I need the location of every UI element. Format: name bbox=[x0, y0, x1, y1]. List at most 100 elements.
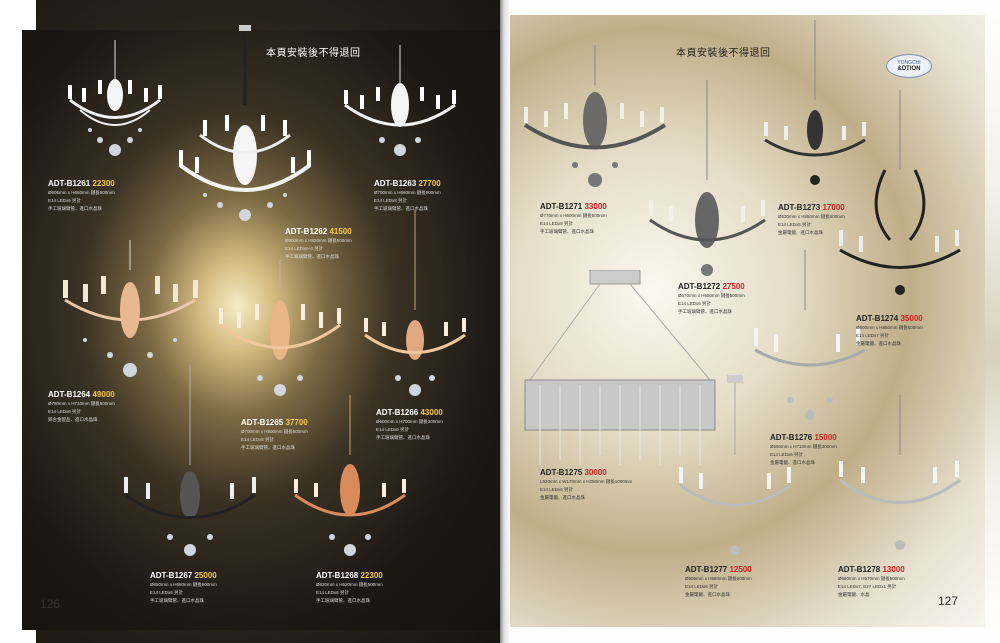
chandelier-b1274-image bbox=[839, 90, 961, 295]
brand-logo-line1: YONGCHI bbox=[897, 60, 921, 66]
model-number: ADT-B1261 bbox=[48, 179, 91, 188]
chandelier-b1278-image bbox=[839, 395, 961, 550]
spec-material: 金屬電鍍、水晶 bbox=[838, 591, 870, 597]
spec-dimensions: Ø580mm x H570mm 鏈長500mm bbox=[838, 576, 905, 581]
right-page bbox=[510, 0, 1000, 643]
chandelier-b1272-image bbox=[649, 80, 766, 276]
spec-bulbs: E14 LEDx8+4 另計 bbox=[285, 245, 324, 251]
chandelier-b1271-image bbox=[523, 45, 667, 187]
chandelier-b1268-image bbox=[294, 395, 406, 556]
price: 43000 bbox=[420, 408, 443, 417]
model-number: ADT-B1266 bbox=[376, 408, 419, 417]
spec-material: 手工玻璃臂管、進口水晶珠 bbox=[678, 308, 732, 314]
price: 35000 bbox=[900, 314, 923, 323]
price: 27500 bbox=[722, 282, 745, 291]
product-label-b1272: ADT-B1272 27500 Ø670mm x H650mm 鏈長500mm … bbox=[678, 283, 745, 315]
chandelier-b1261-image bbox=[68, 40, 162, 156]
spec-material: 金屬電鍍、進口水晶珠 bbox=[778, 229, 823, 235]
product-label-b1273: ADT-B1273 17000 Ø530mm x H550mm 鏈長500mm … bbox=[778, 204, 845, 236]
spec-dimensions: Ø700mm x H800mm 鏈長500mm bbox=[241, 429, 308, 434]
chandelier-b1263-image bbox=[344, 45, 456, 156]
spec-dimensions: Ø606mm x H580mm 鏈長500mm bbox=[685, 576, 752, 581]
product-label-b1268: ADT-B1268 22300 Ø620mm x H620mm 鏈長500mm … bbox=[316, 572, 383, 604]
spec-dimensions: Ø620mm x H620mm 鏈長500mm bbox=[316, 582, 383, 587]
spec-bulbs: E14 LEDx6 另計 bbox=[316, 589, 350, 595]
spec-dimensions: Ø650mm x H680mm 鏈長500mm bbox=[150, 582, 217, 587]
product-label-b1265: ADT-B1265 37700 Ø700mm x H800mm 鏈長500mm … bbox=[241, 419, 308, 451]
spec-material: 金屬電鍍、進口水晶珠 bbox=[685, 591, 730, 597]
product-label-b1266: ADT-B1266 43000 Ø600mm x H700mm 鏈長300mm … bbox=[376, 409, 443, 441]
spec-material: 鋅合金配品、進口水晶珠 bbox=[48, 416, 98, 422]
price: 15000 bbox=[814, 433, 837, 442]
model-number: ADT-B1276 bbox=[770, 433, 813, 442]
product-label-b1271: ADT-B1271 33000 Ø770mm x H600mm 鏈長500mm … bbox=[540, 203, 607, 235]
spec-dimensions: Ø600mm x H700mm 鏈長300mm bbox=[376, 419, 443, 424]
price: 37700 bbox=[285, 418, 308, 427]
model-number: ADT-B1265 bbox=[241, 418, 284, 427]
spec-material: 金屬電鍍、進口水晶珠 bbox=[770, 459, 815, 465]
product-label-b1264: ADT-B1264 49000 Ø780mm x H710mm 鏈長500mm … bbox=[48, 391, 115, 423]
product-label-b1262: ADT-B1262 41500 Ø900mm x H820mm 鏈長500mm … bbox=[285, 228, 352, 260]
chandelier-b1262-image bbox=[178, 25, 312, 221]
chandelier-b1265-image bbox=[219, 260, 341, 396]
spec-bulbs: E14 LEDx6 另計 bbox=[376, 426, 410, 432]
spec-bulbs: E14 LEDx6 另計 bbox=[48, 197, 82, 203]
spec-bulbs: E14 LEDx8 另計 bbox=[374, 197, 408, 203]
chandelier-b1267-image bbox=[124, 365, 256, 556]
product-label-b1277: ADT-B1277 12500 Ø606mm x H580mm 鏈長500mm … bbox=[685, 566, 752, 598]
price: 33000 bbox=[584, 202, 607, 211]
chandelier-b1264-image bbox=[63, 240, 198, 377]
price: 41500 bbox=[329, 227, 352, 236]
spec-material: 手工玻璃臂管、進口水晶珠 bbox=[150, 597, 204, 603]
product-label-b1275: ADT-B1275 30000 L920mm x W170mm x H250mm… bbox=[540, 469, 632, 501]
spec-dimensions: Ø530mm x H550mm 鏈長500mm bbox=[778, 214, 845, 219]
spec-dimensions: Ø900mm x H820mm 鏈長500mm bbox=[285, 238, 352, 243]
model-number: ADT-B1275 bbox=[540, 468, 583, 477]
spec-material: 手工玻璃臂管、進口水晶珠 bbox=[48, 205, 102, 211]
spec-material: 手工玻璃臂管、進口水晶珠 bbox=[241, 444, 295, 450]
left-page-notice: 本頁安裝後不得退回 bbox=[266, 48, 361, 59]
price: 17000 bbox=[822, 203, 845, 212]
spec-bulbs: E14 LEDx6 另計 bbox=[48, 408, 82, 414]
model-number: ADT-B1268 bbox=[316, 571, 359, 580]
spec-bulbs: E14 LEDx6 另計 bbox=[685, 583, 719, 589]
spec-material: 手工玻璃臂管、進口水晶珠 bbox=[374, 205, 428, 211]
product-label-b1261: ADT-B1261 22300 Ø606mm x H660mm 鏈長500mm … bbox=[48, 180, 115, 212]
price: 49000 bbox=[92, 390, 115, 399]
product-label-b1276: ADT-B1276 15000 Ø560mm x H710mm 鏈長300mm … bbox=[770, 434, 837, 466]
model-number: ADT-B1272 bbox=[678, 282, 721, 291]
price: 30000 bbox=[584, 468, 607, 477]
spec-material: 金屬電鍍、進口水晶珠 bbox=[856, 340, 901, 346]
product-label-b1267: ADT-B1267 25000 Ø650mm x H680mm 鏈長500mm … bbox=[150, 572, 217, 604]
spec-bulbs: E14 LEDx7, E27 LEDx1 另計 bbox=[838, 583, 897, 589]
spec-material: 金屬電鍍、進口水晶珠 bbox=[540, 494, 585, 500]
page-gutter bbox=[500, 0, 510, 643]
chandelier-b1277-image bbox=[679, 375, 791, 555]
spec-dimensions: Ø800mm x H850mm 鏈長500mm bbox=[856, 325, 923, 330]
spec-dimensions: Ø780mm x H710mm 鏈長500mm bbox=[48, 401, 115, 406]
spec-dimensions: Ø606mm x H660mm 鏈長500mm bbox=[48, 190, 115, 195]
price: 22300 bbox=[360, 571, 383, 580]
product-label-b1274: ADT-B1274 35000 Ø800mm x H850mm 鏈長500mm … bbox=[856, 315, 923, 347]
product-label-b1278: ADT-B1278 13000 Ø580mm x H570mm 鏈長500mm … bbox=[838, 566, 905, 598]
model-number: ADT-B1263 bbox=[374, 179, 417, 188]
spec-dimensions: Ø770mm x H600mm 鏈長500mm bbox=[540, 213, 607, 218]
product-label-b1263: ADT-B1263 27700 Ø700mm x H660mm 鏈長500mm … bbox=[374, 180, 441, 212]
spec-dimensions: Ø700mm x H660mm 鏈長500mm bbox=[374, 190, 441, 195]
spec-material: 手工玻璃臂管、進口水晶珠 bbox=[316, 597, 370, 603]
spec-bulbs: E14 LEDx7 另計 bbox=[856, 332, 890, 338]
spec-dimensions: Ø560mm x H710mm 鏈長300mm bbox=[770, 444, 837, 449]
model-number: ADT-B1278 bbox=[838, 565, 881, 574]
model-number: ADT-B1271 bbox=[540, 202, 583, 211]
spec-material: 手工玻璃臂管、進口水晶珠 bbox=[376, 434, 430, 440]
model-number: ADT-B1264 bbox=[48, 390, 91, 399]
price: 22300 bbox=[92, 179, 115, 188]
chandelier-b1275-image bbox=[524, 270, 716, 465]
model-number: ADT-B1267 bbox=[150, 571, 193, 580]
model-number: ADT-B1262 bbox=[285, 227, 328, 236]
spec-dimensions: L920mm x W170mm x H250mm 鏈長1000mm bbox=[540, 479, 633, 484]
spec-bulbs: E14 LEDx6 另計 bbox=[678, 300, 712, 306]
spec-material: 手工玻璃臂管、進口水晶珠 bbox=[285, 253, 339, 259]
chandelier-b1273-image bbox=[764, 20, 866, 185]
spec-dimensions: Ø670mm x H650mm 鏈長500mm bbox=[678, 293, 745, 298]
